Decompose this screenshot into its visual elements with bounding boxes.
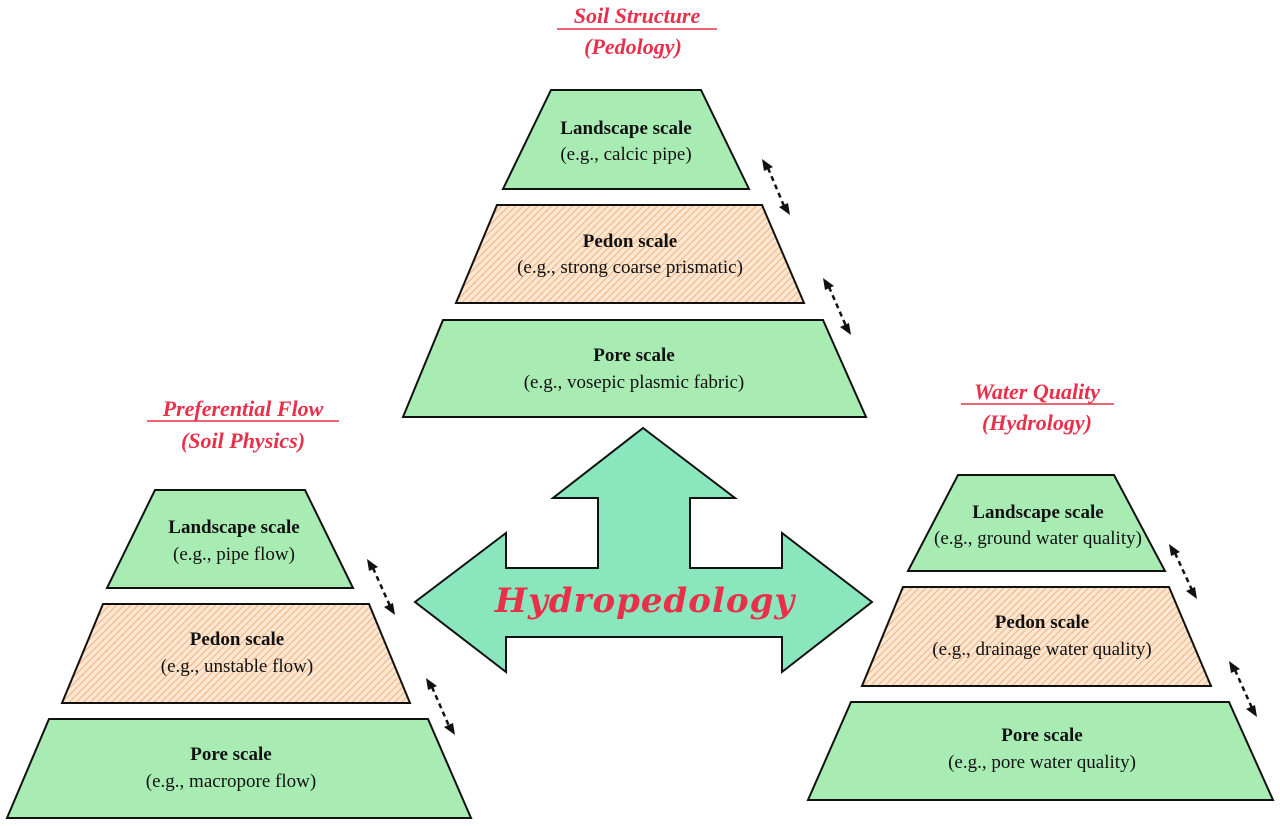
level-pore bbox=[401, 319, 868, 418]
double-arrow-icon bbox=[426, 678, 455, 735]
level-pore bbox=[5, 718, 473, 819]
level-name: Pore scale bbox=[593, 345, 674, 366]
double-arrow-icon bbox=[823, 278, 851, 335]
pyramid-title: Water Quality bbox=[974, 379, 1100, 404]
double-arrow-icon bbox=[1229, 661, 1257, 717]
level-name: Pore scale bbox=[190, 744, 271, 765]
level-example: (e.g., strong coarse prismatic) bbox=[517, 257, 743, 278]
level-name: Pedon scale bbox=[995, 612, 1089, 633]
pyramid-subtitle: (Soil Physics) bbox=[181, 428, 305, 453]
pyramid-preferential-flow: Preferential Flow (Soil Physics) Landsca… bbox=[5, 396, 473, 819]
level-example: (e.g., pipe flow) bbox=[173, 544, 295, 565]
level-pedon bbox=[860, 586, 1213, 687]
level-name: Landscape scale bbox=[560, 118, 691, 139]
level-name: Pore scale bbox=[1001, 725, 1082, 746]
pyramid-title: Soil Structure bbox=[574, 3, 701, 28]
double-arrow-icon bbox=[367, 559, 395, 615]
level-example: (e.g., macropore flow) bbox=[146, 771, 316, 792]
level-example: (e.g., vosepic plasmic fabric) bbox=[524, 372, 745, 393]
pyramid-water-quality: Water Quality (Hydrology) Landscape scal… bbox=[806, 379, 1275, 801]
level-pore bbox=[806, 701, 1275, 801]
level-landscape bbox=[105, 489, 355, 589]
center-label: Hydropedology bbox=[494, 581, 796, 621]
level-example: (e.g., pore water quality) bbox=[948, 752, 1136, 773]
level-pedon bbox=[60, 603, 412, 704]
level-name: Landscape scale bbox=[168, 517, 299, 538]
level-example: (e.g., calcic pipe) bbox=[560, 144, 691, 165]
level-example: (e.g., drainage water quality) bbox=[932, 639, 1151, 660]
pyramid-title: Preferential Flow bbox=[162, 396, 324, 421]
level-example: (e.g., unstable flow) bbox=[161, 656, 313, 677]
level-name: Pedon scale bbox=[190, 629, 284, 650]
pyramid-subtitle: (Pedology) bbox=[584, 34, 682, 59]
level-landscape bbox=[501, 89, 751, 190]
level-name: Landscape scale bbox=[972, 502, 1103, 523]
level-landscape bbox=[906, 474, 1167, 572]
three-way-arrow-icon bbox=[413, 426, 874, 675]
center-arrow: Hydropedology bbox=[413, 426, 874, 675]
pyramid-soil-structure: Soil Structure (Pedology) Landscape scal… bbox=[401, 3, 868, 418]
double-arrow-icon bbox=[762, 159, 790, 215]
level-pedon bbox=[454, 204, 806, 304]
level-example: (e.g., ground water quality) bbox=[934, 528, 1142, 549]
double-arrow-icon bbox=[1169, 544, 1197, 599]
level-name: Pedon scale bbox=[583, 231, 677, 252]
pyramid-subtitle: (Hydrology) bbox=[982, 410, 1092, 435]
